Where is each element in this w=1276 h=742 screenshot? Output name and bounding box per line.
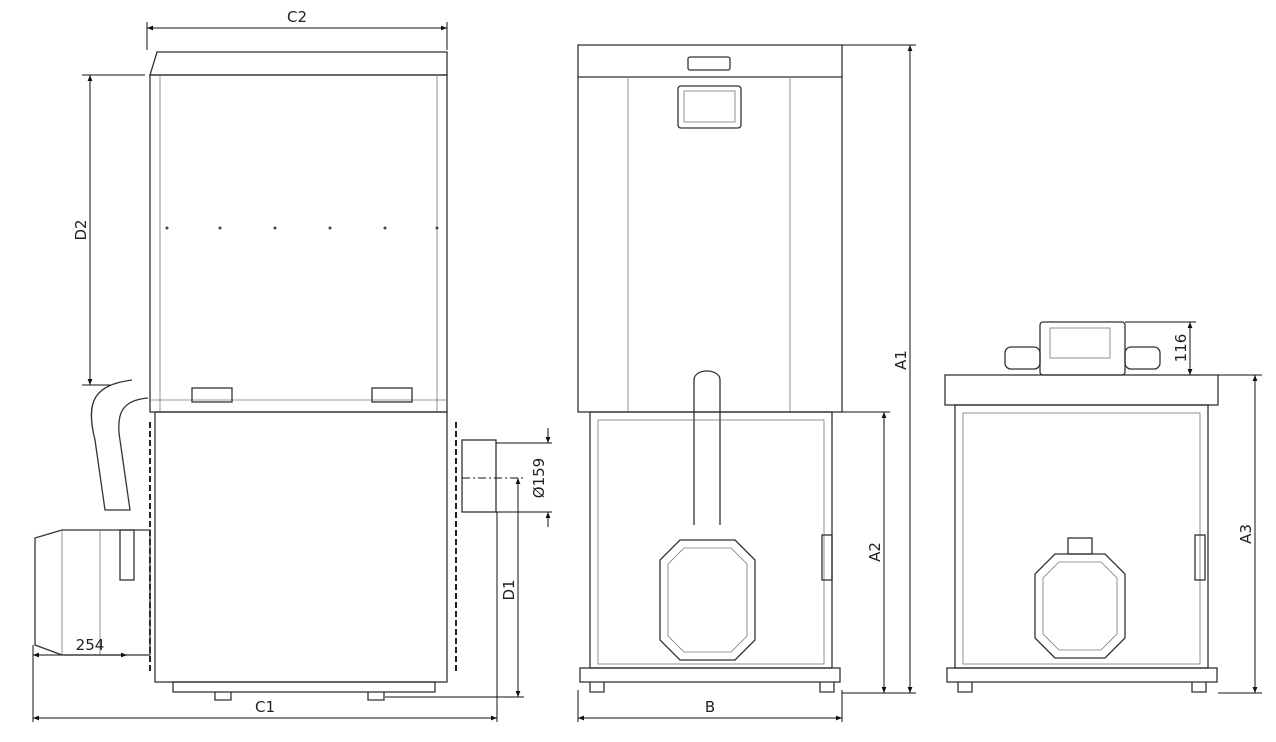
label-a1: A1 [892, 350, 910, 370]
front-handle [687, 56, 731, 71]
side-handle-left [191, 387, 233, 403]
front-feed-pipe [693, 370, 721, 525]
label-c2: C2 [287, 8, 307, 26]
side-feed-pipe [90, 379, 149, 511]
side-view [34, 51, 497, 701]
front-burner-door [659, 539, 756, 661]
label-116: 116 [1172, 334, 1190, 363]
label-a3: A3 [1237, 524, 1255, 544]
label-254: 254 [76, 636, 105, 654]
side-boiler [154, 411, 448, 683]
label-flue-diameter: Ø159 [530, 458, 548, 498]
side-hopper [149, 74, 448, 413]
side-rivets [165, 226, 439, 230]
dimension-labels: C2 D2 254 C1 Ø159 D1 B A1 A2 116 A3 [72, 8, 1255, 716]
rear-boiler [954, 404, 1209, 669]
label-d2: D2 [72, 219, 90, 240]
label-c1: C1 [255, 698, 275, 716]
label-a2: A2 [866, 542, 884, 562]
side-lid [149, 51, 448, 76]
rear-view [944, 321, 1219, 693]
front-hopper [577, 44, 843, 413]
front-view [577, 44, 843, 693]
label-b: B [705, 698, 715, 716]
side-chimney [461, 439, 497, 513]
dimension-lines [32, 22, 1262, 722]
label-d1: D1 [500, 579, 518, 600]
rear-burner-door [1034, 553, 1126, 659]
rear-display-unit [1039, 321, 1126, 376]
side-handle-right [371, 387, 413, 403]
rear-top [944, 374, 1219, 406]
front-display [677, 85, 742, 129]
